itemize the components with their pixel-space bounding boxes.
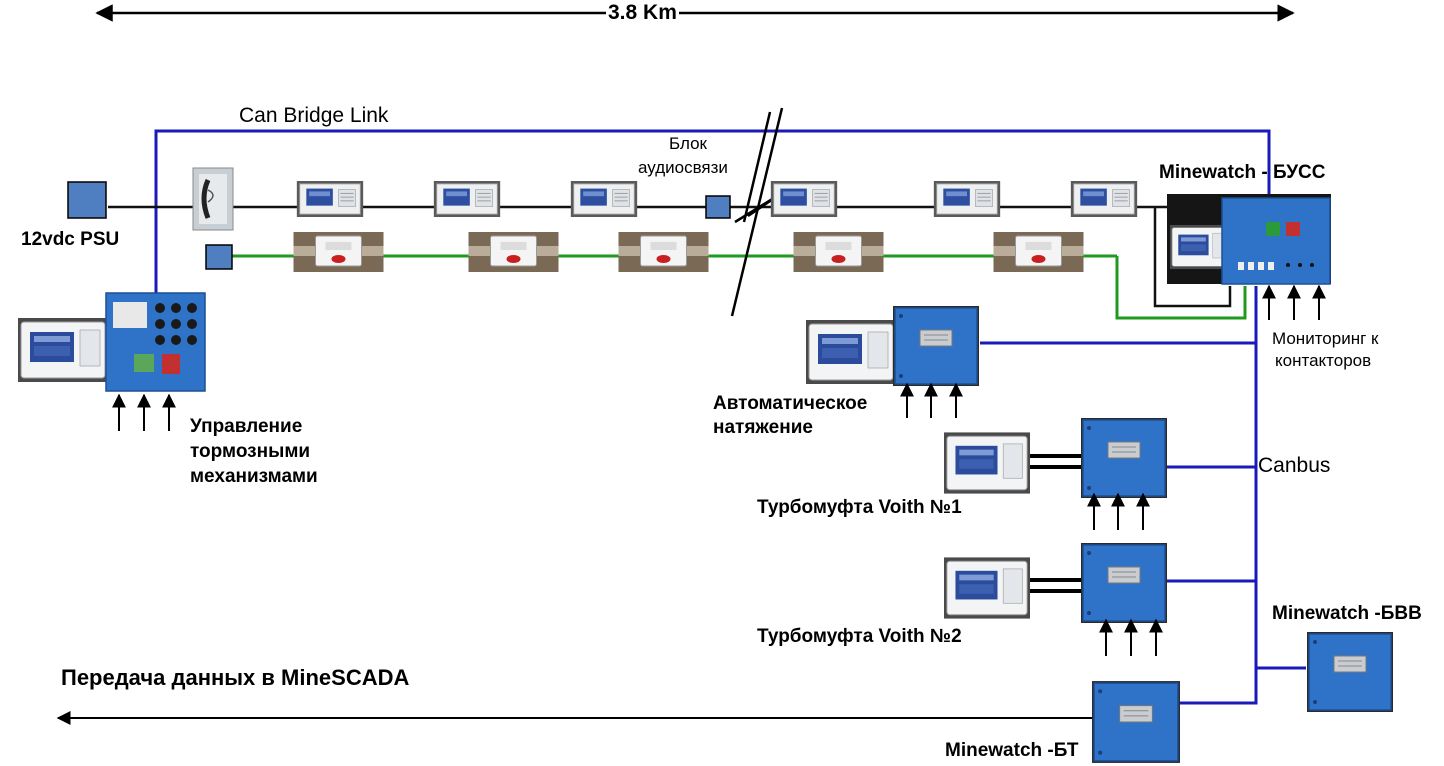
- pull-wire-switch-icon: [793, 232, 884, 272]
- voith1-unit: [944, 418, 1168, 498]
- pull-wire-switch-icon: [293, 232, 384, 272]
- auto-tension-unit: [806, 306, 980, 386]
- audio-block-box: [705, 195, 731, 219]
- audio-block-label-2: аудиосвязи: [638, 158, 728, 177]
- psu-label: 12vdc PSU: [21, 229, 120, 250]
- voith2-label: Турбомуфта Voith №2: [757, 626, 962, 647]
- psu-box: [67, 181, 107, 219]
- brake-control-label-3: механизмами: [190, 466, 318, 487]
- telephone-icon: [192, 167, 234, 231]
- minewatch-buss-unit: [1167, 194, 1331, 285]
- pullwire-tail: [1115, 256, 1247, 320]
- canbus-label: Canbus: [1258, 454, 1331, 477]
- auto-tension-label-1: Автоматическое: [713, 393, 868, 414]
- monitor-device-icon: [1070, 181, 1138, 217]
- minewatch-bt-label: Minewatch -БТ: [945, 740, 1079, 761]
- monitor-device-icon: [570, 181, 638, 217]
- monitoring-label-1: Мониторинг к: [1272, 329, 1379, 348]
- can-bridge-label: Can Bridge Link: [239, 104, 389, 127]
- break-mark-2: [742, 111, 772, 223]
- voith2-unit: [944, 543, 1168, 623]
- can-bridge-line: [154, 129, 1271, 295]
- audio-block-label-1: Блок: [669, 134, 707, 153]
- auto-tension-label-2: натяжение: [713, 417, 813, 438]
- monitor-device-icon: [933, 181, 1001, 217]
- break-mark-1: [730, 107, 784, 317]
- pull-wire-switch-icon: [618, 232, 709, 272]
- voith1-label: Турбомуфта Voith №1: [757, 497, 962, 518]
- minewatch-bt-enclosure-icon: [1092, 680, 1180, 764]
- brake-control-unit: [18, 292, 206, 392]
- monitor-device-icon: [296, 181, 364, 217]
- minewatch-bvv-enclosure-icon: [1306, 632, 1394, 712]
- pull-wire-switch-icon: [468, 232, 559, 272]
- canbus-line: [1180, 286, 1258, 705]
- black-bus-tail: [1153, 207, 1232, 308]
- minewatch-bvv-label: Minewatch -БВВ: [1272, 603, 1422, 624]
- input-arrows: [112, 284, 1326, 656]
- minewatch-buss-label: Minewatch - БУСС: [1159, 162, 1326, 183]
- monitor-device-icon: [433, 181, 501, 217]
- data-transfer-label: Передача данных в MineSCADA: [61, 665, 410, 690]
- brake-control-label-1: Управление: [190, 416, 303, 437]
- brake-control-label-2: тормозными: [190, 441, 311, 462]
- monitoring-label-2: контакторов: [1275, 351, 1372, 370]
- pullwire-psu-box: [205, 244, 233, 270]
- pull-wire-switch-icon: [993, 232, 1084, 272]
- distance-label: 3.8 Km: [606, 1, 679, 25]
- monitor-device-icon: [770, 181, 838, 217]
